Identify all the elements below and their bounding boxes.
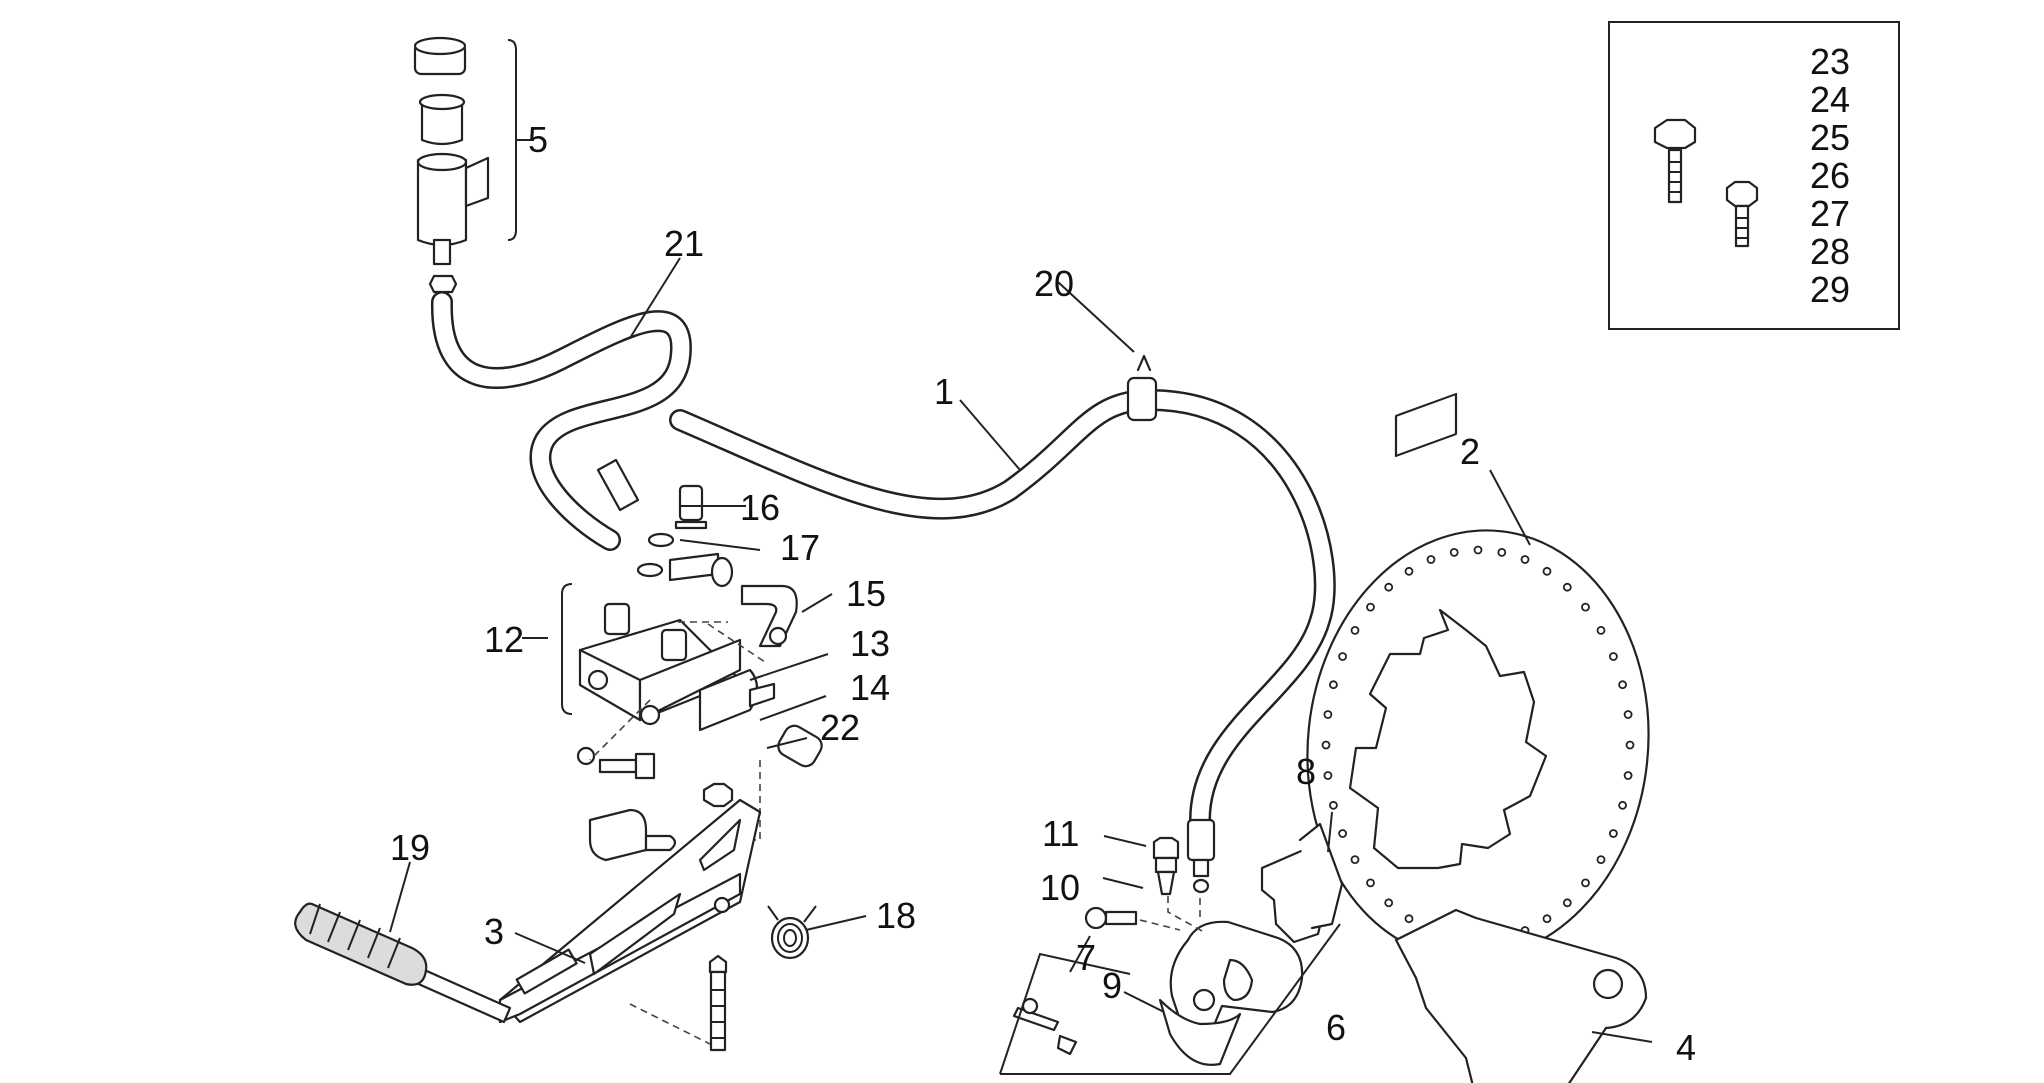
callout-9: 9	[1102, 965, 1122, 1006]
legend-item: 26	[1810, 155, 1850, 196]
disc-hole	[1384, 582, 1394, 592]
pad-pin	[1012, 997, 1078, 1056]
callout-4: 4	[1676, 1027, 1696, 1068]
callout-18: 18	[876, 895, 916, 936]
fluid-reservoir	[413, 36, 534, 294]
disc-hole	[1323, 771, 1333, 780]
bleed-valve	[1152, 836, 1180, 896]
pad-shim	[1158, 998, 1242, 1066]
callout-5: 5	[528, 119, 548, 160]
nut	[702, 782, 734, 808]
legend-item: 23	[1810, 41, 1850, 82]
disc-hole	[1366, 878, 1375, 888]
disc-hole	[1562, 582, 1572, 592]
brake-pad	[1260, 822, 1344, 944]
disc-hole	[1542, 914, 1552, 924]
disc-hole	[1384, 898, 1394, 908]
brake-disc	[1306, 529, 1650, 961]
pedal-rubber	[294, 902, 428, 986]
disc-hole	[1449, 548, 1459, 557]
callout-20: 20	[1034, 263, 1074, 304]
leader-lines	[389, 257, 1653, 1043]
callout-8: 8	[1296, 751, 1316, 792]
callout-3: 3	[484, 911, 504, 952]
hose-fitting	[740, 584, 798, 648]
callout-6: 6	[1326, 1007, 1346, 1048]
disc-hole	[1596, 855, 1606, 864]
disc-hole	[1473, 545, 1483, 555]
callout-14: 14	[850, 667, 890, 708]
banjo-fitting	[636, 484, 734, 588]
callout-16: 16	[740, 487, 780, 528]
disc-hole	[1497, 548, 1507, 557]
callout-1: 1	[934, 371, 954, 412]
long-bolt-icon	[1653, 118, 1697, 204]
callout-15: 15	[846, 573, 886, 614]
callout-labels: 1 2 3 4 5 6 7 8 9 10 11 12 13 14 15 16 1…	[390, 119, 1696, 1068]
caliper-bracket	[1394, 392, 1648, 1083]
callout-21: 21	[664, 223, 704, 264]
return-spring	[767, 905, 817, 960]
brake-hose	[596, 389, 1336, 831]
legend-item: 24	[1810, 79, 1850, 120]
legend-item: 29	[1810, 269, 1850, 310]
disc-hole	[1350, 626, 1360, 635]
disc-hole	[1609, 652, 1618, 661]
disc-hole	[1366, 602, 1375, 612]
disc-hole	[1338, 652, 1347, 661]
disc-hole	[1404, 914, 1414, 924]
disc-hole	[1623, 710, 1633, 719]
disc-hole	[1596, 626, 1606, 635]
reservoir-hose	[430, 291, 692, 551]
disc-hole	[1542, 566, 1552, 576]
disc-hole	[1321, 740, 1331, 750]
disc-hole	[1618, 800, 1627, 810]
caliper-bolt	[1084, 906, 1138, 930]
disc-hole	[1562, 898, 1572, 908]
disc-hole	[1581, 878, 1590, 888]
pedal-pivot-bolt	[708, 954, 728, 1052]
disc-hole	[1520, 555, 1530, 564]
clevis	[588, 808, 677, 862]
callout-12: 12	[484, 619, 524, 660]
master-cylinder	[561, 583, 776, 732]
disc-hole	[1329, 680, 1338, 690]
disc-hole	[1609, 829, 1618, 838]
hose-clip	[1126, 354, 1158, 422]
legend-item: 27	[1810, 193, 1850, 234]
callout-7: 7	[1076, 937, 1096, 978]
callout-11: 11	[1042, 813, 1079, 854]
disc-hole	[1323, 710, 1333, 719]
disc-hole	[1618, 680, 1627, 690]
callout-10: 10	[1040, 867, 1080, 908]
disc-hole	[1623, 771, 1633, 780]
callout-13: 13	[850, 623, 890, 664]
callout-19: 19	[390, 827, 430, 868]
callout-2: 2	[1460, 431, 1480, 472]
short-bolt-icon	[1725, 180, 1759, 248]
pedal-rod	[412, 966, 512, 1024]
pushrod	[777, 724, 823, 768]
callout-22: 22	[820, 707, 860, 748]
disc-hole	[1581, 602, 1590, 612]
legend-item: 28	[1810, 231, 1850, 272]
disc-hole	[1426, 555, 1436, 564]
disc-hole	[1625, 740, 1635, 750]
callout-17: 17	[780, 527, 820, 568]
mount-bolt	[576, 746, 656, 780]
caliper	[1169, 920, 1304, 1039]
disc-hole	[1329, 800, 1338, 810]
hose-end-fitting	[1186, 818, 1216, 894]
disc-hole	[1338, 829, 1347, 838]
disc-hole	[1404, 566, 1414, 576]
legend-item: 25	[1810, 117, 1850, 158]
disc-hole	[1350, 855, 1360, 864]
